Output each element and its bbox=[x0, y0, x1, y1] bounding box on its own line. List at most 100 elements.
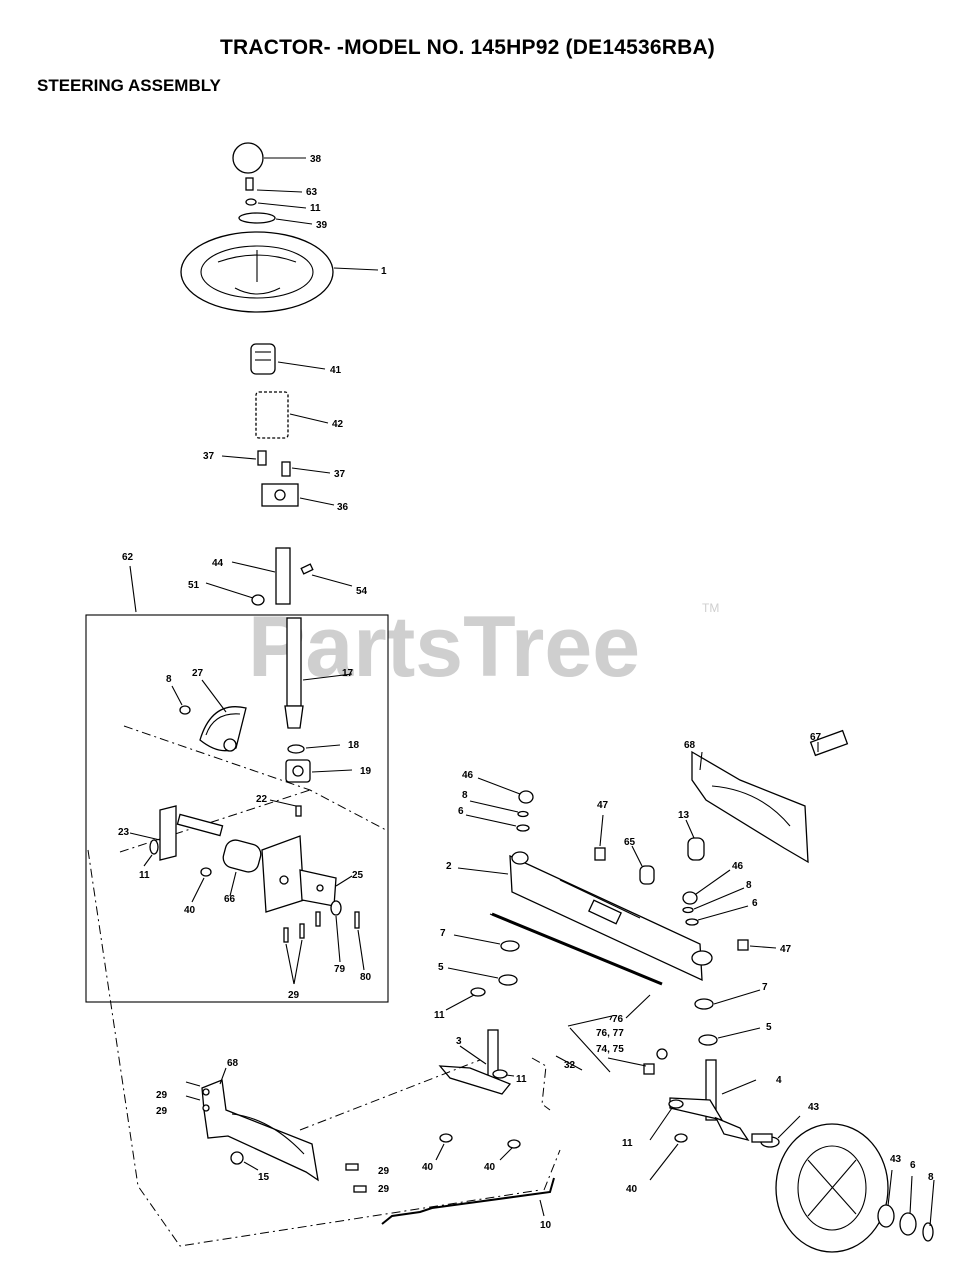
callout-3: 3 bbox=[456, 1036, 462, 1047]
callout-11: 11 bbox=[434, 1010, 445, 1021]
callout-38: 38 bbox=[310, 154, 322, 165]
callout-8: 8 bbox=[462, 790, 468, 801]
bracket-part bbox=[261, 483, 335, 507]
callout-6: 6 bbox=[458, 806, 464, 817]
column-sleeve-part bbox=[255, 391, 329, 439]
callout-11: 11 bbox=[516, 1074, 527, 1085]
callout-18: 18 bbox=[348, 740, 360, 751]
callout-40: 40 bbox=[626, 1184, 638, 1195]
callout-1: 1 bbox=[381, 266, 387, 277]
page-title: TRACTOR- -MODEL NO. 145HP92 (DE14536RBA) bbox=[220, 36, 715, 59]
pinion-shaft-part bbox=[284, 617, 353, 729]
tie-rod-ends-part bbox=[567, 1015, 668, 1075]
callout-37: 37 bbox=[203, 451, 215, 462]
bushings-part bbox=[631, 819, 705, 885]
steering-wheel-part bbox=[180, 231, 379, 313]
front-wheel-part bbox=[751, 1115, 935, 1253]
callout-2: 2 bbox=[446, 861, 452, 872]
callout-68: 68 bbox=[227, 1058, 239, 1069]
callout-47: 47 bbox=[597, 800, 609, 811]
tie-rod-part bbox=[489, 912, 663, 1019]
callout-7: 7 bbox=[762, 982, 768, 993]
axle-hardware-left bbox=[465, 777, 606, 861]
screws-part bbox=[221, 450, 331, 477]
callout-5: 5 bbox=[438, 962, 444, 973]
callout-42: 42 bbox=[332, 419, 344, 430]
callout-63: 63 bbox=[306, 187, 318, 198]
callout-47: 47 bbox=[780, 944, 792, 955]
callout-29: 29 bbox=[156, 1106, 168, 1117]
callout-23: 23 bbox=[118, 827, 130, 838]
callout-40: 40 bbox=[184, 905, 196, 916]
callout-8: 8 bbox=[746, 880, 752, 891]
callout-79: 79 bbox=[334, 964, 346, 975]
callout-67: 67 bbox=[810, 732, 822, 743]
steering-shaft-part bbox=[205, 547, 353, 606]
callout-43: 43 bbox=[808, 1102, 820, 1113]
washer-part bbox=[238, 212, 313, 225]
callout-37: 37 bbox=[334, 469, 346, 480]
callout-22: 22 bbox=[256, 794, 268, 805]
callout-19: 19 bbox=[360, 766, 372, 777]
callout-54: 54 bbox=[356, 586, 368, 597]
left-spindle-part bbox=[438, 1029, 583, 1111]
callout-32: 32 bbox=[564, 1060, 576, 1071]
callout-66: 66 bbox=[224, 894, 236, 905]
callout-41: 41 bbox=[330, 365, 342, 376]
callout-4: 4 bbox=[776, 1075, 782, 1086]
lower-bracket-part bbox=[185, 1067, 367, 1193]
callout-29: 29 bbox=[378, 1184, 390, 1195]
callout-6: 6 bbox=[910, 1160, 916, 1171]
section-title: STEERING ASSEMBLY bbox=[37, 76, 221, 95]
callout-43: 43 bbox=[890, 1154, 902, 1165]
right-spindle-part bbox=[435, 1059, 757, 1181]
pinion-parts bbox=[269, 744, 353, 817]
callout-39: 39 bbox=[316, 220, 328, 231]
callout-68: 68 bbox=[684, 740, 696, 751]
axle-bracket-part bbox=[691, 729, 849, 864]
callout-62: 62 bbox=[122, 552, 134, 563]
callout-8: 8 bbox=[928, 1172, 934, 1183]
callout-10: 10 bbox=[540, 1220, 552, 1231]
callout-65: 65 bbox=[624, 837, 636, 848]
spindle-hardware-left bbox=[445, 934, 520, 1011]
callout-51: 51 bbox=[188, 580, 200, 591]
callout-80: 80 bbox=[360, 972, 372, 983]
spindle-hardware-right bbox=[694, 989, 761, 1046]
callout-15: 15 bbox=[258, 1172, 270, 1183]
front-axle-part bbox=[457, 851, 713, 982]
callout-29: 29 bbox=[156, 1090, 168, 1101]
callout-40: 40 bbox=[484, 1162, 496, 1173]
assembly-box bbox=[85, 614, 389, 1003]
callout-46: 46 bbox=[462, 770, 474, 781]
callout-40: 40 bbox=[422, 1162, 434, 1173]
callout-11: 11 bbox=[310, 203, 321, 214]
callout-6: 6 bbox=[752, 898, 758, 909]
callout-17: 17 bbox=[342, 668, 354, 679]
watermark: PartsTree bbox=[248, 599, 640, 695]
drag-link-part bbox=[381, 1177, 555, 1225]
callout-11: 11 bbox=[139, 870, 150, 881]
callout-74-75: 74, 75 bbox=[596, 1044, 624, 1055]
callout-8: 8 bbox=[166, 674, 172, 685]
callout-13: 13 bbox=[678, 810, 690, 821]
screw-part bbox=[245, 177, 307, 209]
callout-29: 29 bbox=[378, 1166, 390, 1177]
support-bracket-parts bbox=[129, 805, 365, 985]
watermark-trademark: TM bbox=[702, 601, 719, 615]
callout-25: 25 bbox=[352, 870, 364, 881]
callout-29: 29 bbox=[288, 990, 300, 1001]
callout-7: 7 bbox=[440, 928, 446, 939]
callout-46: 46 bbox=[732, 861, 744, 872]
sector-gear-part bbox=[171, 679, 247, 752]
callout-27: 27 bbox=[192, 668, 204, 679]
axle-hardware-right bbox=[682, 869, 777, 951]
callout-76-77: 76, 77 bbox=[596, 1028, 624, 1039]
callout-11: 11 bbox=[622, 1138, 633, 1149]
callout-5: 5 bbox=[766, 1022, 772, 1033]
callout-44: 44 bbox=[212, 558, 224, 569]
adapter-part bbox=[250, 343, 326, 375]
steering-cap-part bbox=[232, 142, 306, 174]
callout-76: 76 bbox=[612, 1014, 624, 1025]
